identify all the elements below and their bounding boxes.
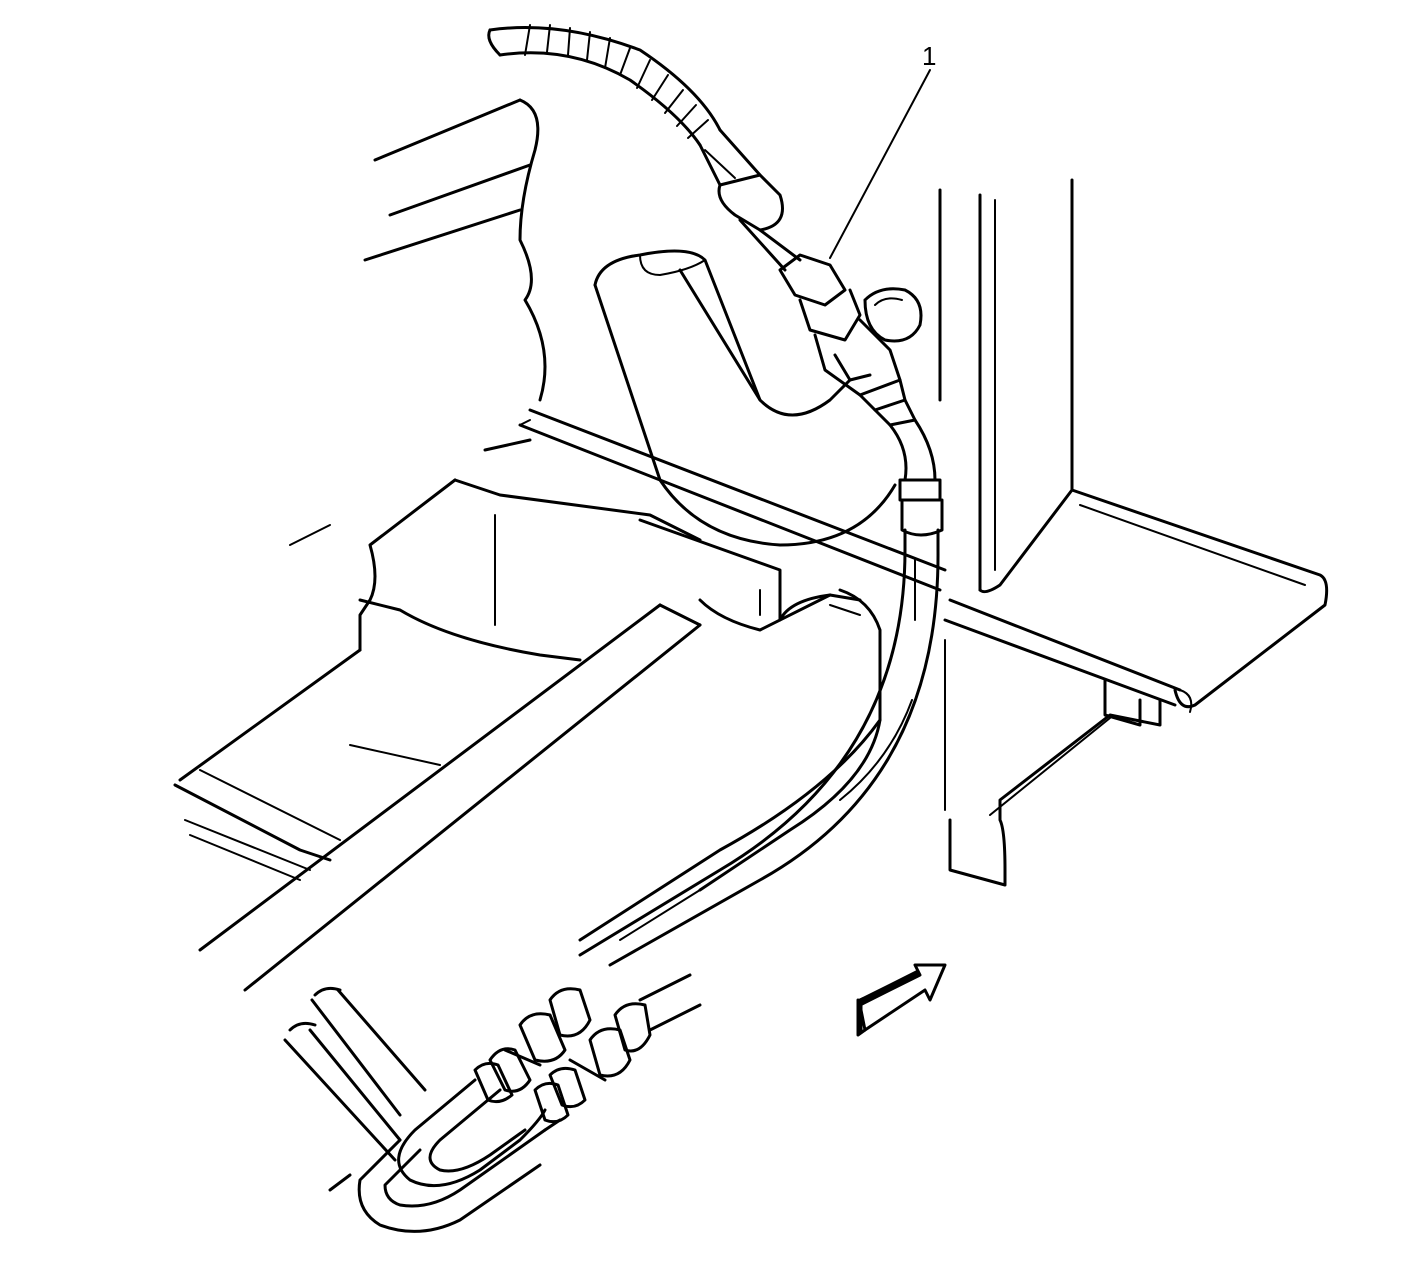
frame-support bbox=[698, 588, 882, 892]
lower-frame-rail bbox=[198, 603, 702, 992]
mount-housing bbox=[593, 249, 897, 547]
cross-member-rail bbox=[943, 488, 1329, 887]
callout-1-leader bbox=[829, 69, 931, 259]
frame-pillar bbox=[938, 178, 1074, 811]
brake-line-fitting bbox=[778, 253, 923, 427]
lower-unions bbox=[473, 973, 702, 1124]
wrapped-brake-hose bbox=[487, 24, 802, 272]
callout-1-label: 1 bbox=[922, 41, 936, 71]
main-frame-rail bbox=[518, 408, 947, 592]
brake-line-secondary bbox=[578, 718, 882, 942]
brake-line-main bbox=[578, 418, 944, 967]
lower-u-bend-lines bbox=[357, 1078, 562, 1233]
left-frame-body bbox=[173, 98, 862, 881]
front-direction-arrow-icon bbox=[856, 963, 947, 1037]
left-tube-stubs bbox=[283, 986, 427, 1192]
